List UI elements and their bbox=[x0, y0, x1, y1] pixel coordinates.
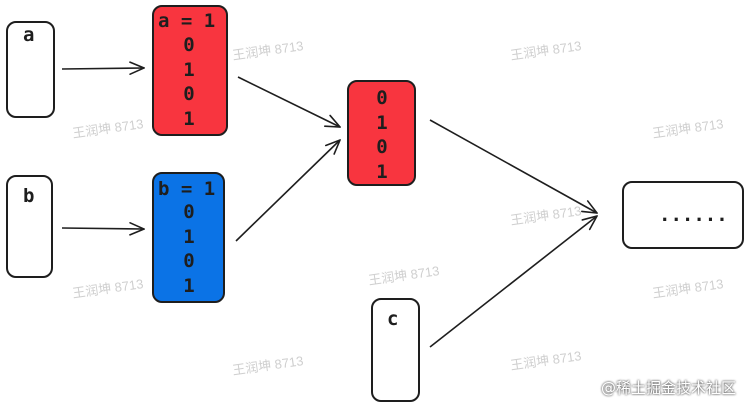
site-credit: @稀土掘金技术社区 bbox=[600, 379, 736, 397]
node-b bbox=[6, 175, 53, 278]
bit: 0 bbox=[183, 34, 195, 56]
bit: 0 bbox=[183, 201, 195, 223]
node-result bbox=[622, 181, 744, 249]
bit: 0 bbox=[183, 83, 195, 105]
node-a-bits bbox=[152, 5, 228, 136]
node-b-label: b bbox=[23, 185, 35, 207]
bit: 1 bbox=[183, 274, 195, 297]
node-b-bits-header: b = 1 bbox=[158, 178, 216, 200]
arrow-c-to-result bbox=[429, 216, 597, 348]
node-c bbox=[371, 298, 420, 402]
bit: 1 bbox=[183, 225, 195, 248]
bit: 0 bbox=[183, 250, 195, 272]
bit: 0 bbox=[376, 87, 388, 109]
node-b-bits-values: 0 1 0 1 bbox=[180, 200, 198, 298]
node-b-bits bbox=[152, 172, 225, 303]
node-merged-bits-values: 0 1 0 1 bbox=[373, 86, 391, 184]
node-a-label: a bbox=[23, 24, 35, 46]
node-a bbox=[6, 21, 55, 118]
arrow-abits-to-merged bbox=[237, 76, 340, 127]
arrow-bbits-to-merged bbox=[235, 140, 340, 242]
arrow-merged-to-result bbox=[429, 119, 597, 213]
arrow-b-to-bbits bbox=[61, 228, 144, 229]
bit: 1 bbox=[376, 160, 388, 183]
bit: 0 bbox=[376, 136, 388, 158]
arrow-a-to-abits bbox=[61, 68, 144, 69]
bit: 1 bbox=[183, 58, 195, 81]
node-a-bits-values: 0 1 0 1 bbox=[180, 33, 198, 131]
node-c-label: c bbox=[387, 308, 399, 330]
node-merged-bits bbox=[347, 80, 416, 186]
bit: 1 bbox=[183, 107, 195, 130]
bit: 1 bbox=[376, 111, 388, 134]
node-result-label: ...... bbox=[659, 204, 728, 226]
node-a-bits-header: a = 1 bbox=[158, 10, 216, 32]
